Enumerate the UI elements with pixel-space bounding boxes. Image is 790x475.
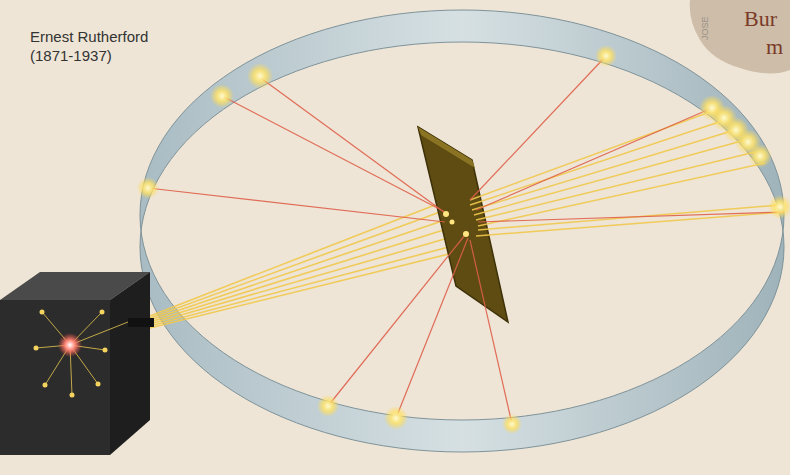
deflected-rays xyxy=(148,56,784,424)
gold-foil-edge xyxy=(418,127,475,168)
scintillation-spots xyxy=(137,45,790,434)
alpha-beam xyxy=(150,205,465,328)
nuclei xyxy=(443,211,469,237)
cut-heading: Bur xyxy=(744,6,777,32)
life-dates: (1871-1937) xyxy=(30,47,112,64)
gold-foil xyxy=(418,127,508,322)
transmitted-beam xyxy=(470,110,784,236)
cut-heading: m xyxy=(766,34,783,60)
person-name: Ernest Rutherford xyxy=(30,28,148,45)
photo-credit: JOSE xyxy=(700,16,710,40)
detector-screen-ring xyxy=(140,10,784,452)
radium-source xyxy=(0,272,154,455)
background-blob xyxy=(690,0,790,74)
